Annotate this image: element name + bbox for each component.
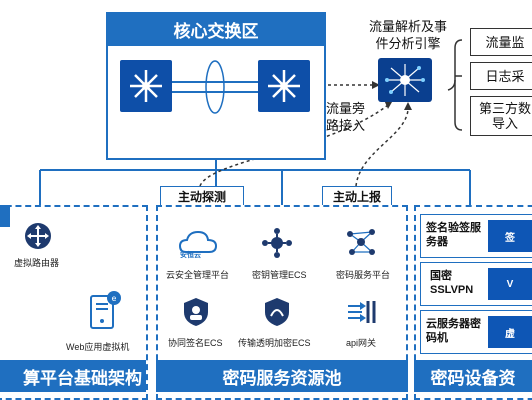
engine-icon: [385, 64, 425, 96]
device-label: 签名验签服务器: [426, 222, 481, 248]
left-panel-accent: [0, 205, 10, 227]
key-manage-icon: [262, 228, 292, 258]
active-report-label: 主动上报: [322, 186, 392, 206]
transport-encrypt-icon: [265, 298, 289, 326]
item-label: 密钥管理ECS: [252, 270, 307, 280]
switch-link: [172, 60, 258, 114]
switch-icon: [130, 70, 162, 102]
module-log-collect: 日志采: [470, 62, 532, 90]
cloud-logo-text: 安恒云: [180, 252, 201, 259]
right-panel-band: 密码设备资: [414, 360, 532, 392]
server-icon: e: [90, 291, 121, 329]
device-tag: 虚: [488, 316, 532, 348]
svg-text:e: e: [112, 294, 117, 303]
module-third-party-import: 第三方数导入: [470, 96, 532, 136]
cloud-icon: [178, 230, 218, 253]
bypass-label: 流量旁路接入: [326, 101, 366, 133]
core-switch-left: [120, 60, 172, 112]
item-label: 协同签名ECS: [168, 338, 223, 348]
engine-label: 流量解析及事件分析引擎: [368, 19, 447, 51]
middle-panel-band: 密码服务资源池: [156, 360, 408, 392]
core-switch-right: [258, 60, 310, 112]
api-gateway-icon: [348, 301, 376, 323]
service-platform-icon: [347, 229, 375, 255]
left-panel-band: 算平台基础架构: [0, 360, 146, 392]
core-title: 核心交换区: [106, 12, 326, 46]
module-traffic-monitor: 流量监: [470, 28, 532, 56]
device-tag: 签: [488, 220, 532, 252]
item-label: 云安全管理平台: [166, 270, 230, 280]
router-icon: [25, 223, 51, 249]
vm-label: Web应用虚拟机: [66, 342, 130, 352]
item-label: 传输透明加密ECS: [238, 338, 311, 348]
switch-icon: [268, 70, 300, 102]
item-label: api网关: [346, 338, 377, 348]
cosign-icon: [184, 298, 208, 326]
active-probe-label: 主动探测: [160, 186, 244, 206]
router-label: 虚拟路由器: [14, 258, 60, 268]
device-label: 云服务器密码机: [426, 318, 481, 344]
item-label: 密码服务平台: [336, 270, 391, 280]
device-tag: V: [488, 268, 532, 300]
analysis-engine: [378, 58, 432, 102]
